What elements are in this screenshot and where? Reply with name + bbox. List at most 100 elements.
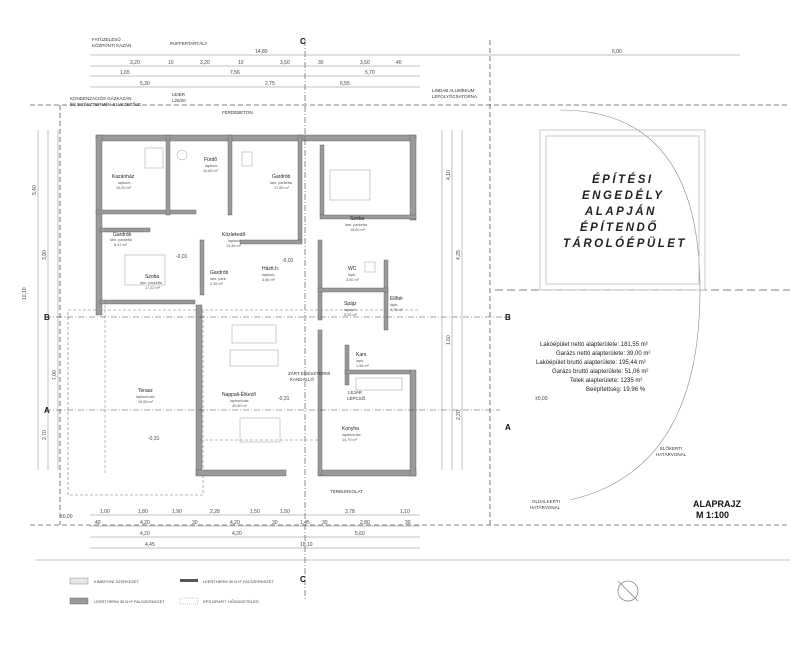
svg-text:30: 30 [322, 520, 328, 526]
svg-text:6,55: 6,55 [340, 81, 350, 87]
svg-text:13,46 m²: 13,46 m² [226, 244, 242, 248]
svg-text:lapburk.: lapburk. [344, 308, 358, 312]
svg-text:Gardrób: Gardrób [210, 270, 229, 276]
svg-text:18,60 m²: 18,60 m² [350, 228, 366, 232]
drawing-title: ALAPRAJZ M 1:100 [693, 499, 742, 520]
svg-text:Konyha: Konyha [342, 426, 359, 432]
level-markers: ±0,00 -0,01 -0,01 -0,31 -0,31 ±0,00 [60, 254, 548, 520]
svg-text:10,10: 10,10 [300, 542, 313, 548]
garage-outline [539, 129, 706, 291]
svg-text:TÉRBURKOLAT: TÉRBURKOLAT [330, 488, 363, 494]
svg-text:HATÁRVONAL: HATÁRVONAL [656, 451, 687, 457]
svg-text:KIMBITONI SZERKEZET: KIMBITONI SZERKEZET [94, 579, 140, 584]
svg-text:KONDENZÁCIÓS GÁZKAZÁN: KONDENZÁCIÓS GÁZKAZÁN [70, 95, 132, 101]
svg-text:17,22 m²: 17,22 m² [145, 286, 161, 290]
dim-bottom-row-2: 40 4,20 30 4,20 30 1,45 30 2,80 30 [95, 520, 411, 526]
svg-text:1,45: 1,45 [300, 520, 310, 526]
svg-text:Telek alapterülete: 1235 m²: Telek alapterülete: 1235 m² [570, 378, 642, 384]
furniture [124, 147, 403, 443]
terrace [67, 309, 204, 496]
dim-right: 4,10 4,25 1,60 2,20 [446, 170, 462, 420]
svg-text:FERDEBETON: FERDEBETON [222, 110, 253, 115]
svg-text:lapburk.: lapburk. [262, 273, 276, 277]
svg-text:1,10: 1,10 [400, 509, 410, 515]
svg-text:lapburk.: lapburk. [228, 239, 242, 243]
svg-text:LÉPCSŐ: LÉPCSŐ [347, 395, 366, 401]
annotations: FATÜZELÉSŰ KÖZPONTI KAZÁN PUFFERTARTÁLY … [70, 36, 687, 510]
svg-text:2,70: 2,70 [42, 430, 48, 440]
dim-top-total: 14,80 [255, 49, 268, 55]
svg-text:ÉS EGÉSZTERMÉK-ELVEZETŐJE: ÉS EGÉSZTERMÉK-ELVEZETŐJE [70, 101, 141, 107]
svg-text:lapburk.: lapburk. [205, 164, 219, 168]
svg-text:ALAPRAJZ: ALAPRAJZ [693, 499, 742, 509]
svg-text:5,40: 5,40 [32, 185, 38, 195]
svg-text:lapburkolat: lapburkolat [136, 395, 156, 399]
svg-text:Nappali-Étkező: Nappali-Étkező [222, 391, 256, 398]
svg-text:2,36 m²: 2,36 m² [210, 282, 224, 286]
svg-text:-0,31: -0,31 [278, 396, 290, 402]
svg-text:LEERTHERM 30 N+F FALSZERKEZET: LEERTHERM 30 N+F FALSZERKEZET [203, 579, 274, 584]
svg-text:±0,00: ±0,00 [535, 396, 548, 402]
room-haztt: Háztt.h.lapburk.4,56 m² [262, 266, 279, 282]
svg-text:lapburkolat: lapburkolat [230, 399, 250, 403]
north-arrow-icon [617, 580, 639, 602]
svg-text:lapburk.: lapburk. [118, 181, 132, 185]
svg-text:10,10: 10,10 [22, 287, 28, 300]
svg-text:4,45: 4,45 [145, 542, 155, 548]
dim-top-garage: 6,00 [612, 49, 622, 55]
svg-text:LEIER: LEIER [172, 92, 186, 97]
interior-outline [104, 300, 420, 475]
svg-text:10: 10 [238, 60, 244, 66]
svg-text:2,80: 2,80 [360, 520, 370, 526]
svg-text:OLDALKERTI: OLDALKERTI [532, 499, 560, 504]
svg-text:6,47 m²: 6,47 m² [114, 243, 128, 247]
svg-text:FATÜZELÉSŰ: FATÜZELÉSŰ [92, 36, 121, 42]
svg-text:lapburkolat: lapburkolat [342, 433, 362, 437]
dim-bottom-row-4: 4,45 10,10 [145, 542, 313, 548]
svg-text:3,20: 3,20 [130, 60, 140, 66]
svg-text:Közlekedő: Közlekedő [222, 232, 246, 238]
svg-text:3,78: 3,78 [345, 509, 355, 515]
dim-bottom-row-3: 4,20 4,20 5,60 [140, 531, 365, 537]
axis-label-a-left: A [44, 406, 50, 415]
svg-text:4,20: 4,20 [140, 531, 150, 537]
svg-text:10,20 m²: 10,20 m² [116, 186, 132, 190]
svg-text:1,98 m²: 1,98 m² [356, 364, 370, 368]
svg-text:Gardrób: Gardrób [113, 232, 132, 238]
dim-top-row: 3,20 10 3,20 10 3,50 30 3,50 40 [130, 60, 402, 66]
dim-top-row-3: 5,30 2,75 6,55 [140, 81, 350, 87]
svg-text:4,25: 4,25 [456, 250, 462, 260]
svg-text:Kazánház: Kazánház [112, 174, 135, 180]
svg-text:10,60 m²: 10,60 m² [203, 169, 219, 173]
svg-text:15,65 m²: 15,65 m² [138, 400, 154, 404]
svg-text:Szoba: Szoba [145, 274, 159, 280]
svg-text:ENGEDÉLY: ENGEDÉLY [582, 189, 664, 202]
svg-text:4,56 m²: 4,56 m² [262, 278, 276, 282]
svg-text:lam. parketta: lam. parketta [345, 223, 368, 227]
svg-text:5,30: 5,30 [140, 81, 150, 87]
svg-text:PUFFERTARTÁLY: PUFFERTARTÁLY [170, 40, 207, 46]
house-walls [95, 134, 417, 477]
svg-text:3,20: 3,20 [200, 60, 210, 66]
axis-label-c-top: C [300, 37, 306, 46]
svg-text:5,60: 5,60 [355, 531, 365, 537]
svg-text:1,00: 1,00 [100, 509, 110, 515]
svg-text:lam. parketta: lam. parketta [110, 238, 133, 242]
svg-text:lapb.: lapb. [390, 303, 398, 307]
svg-text:ALAPJÁN: ALAPJÁN [584, 205, 657, 218]
svg-text:-0,31: -0,31 [148, 436, 160, 442]
axis-lines [45, 316, 510, 411]
svg-text:Előtér: Előtér [390, 296, 403, 302]
svg-text:3,50: 3,50 [360, 60, 370, 66]
area-statistics: Lakóépület nettó alapterülete: 181,55 m²… [536, 342, 650, 393]
svg-text:4,75 m²: 4,75 m² [390, 308, 404, 312]
svg-text:30: 30 [272, 520, 278, 526]
svg-text:4,20: 4,20 [230, 520, 240, 526]
svg-text:1,80: 1,80 [138, 509, 148, 515]
